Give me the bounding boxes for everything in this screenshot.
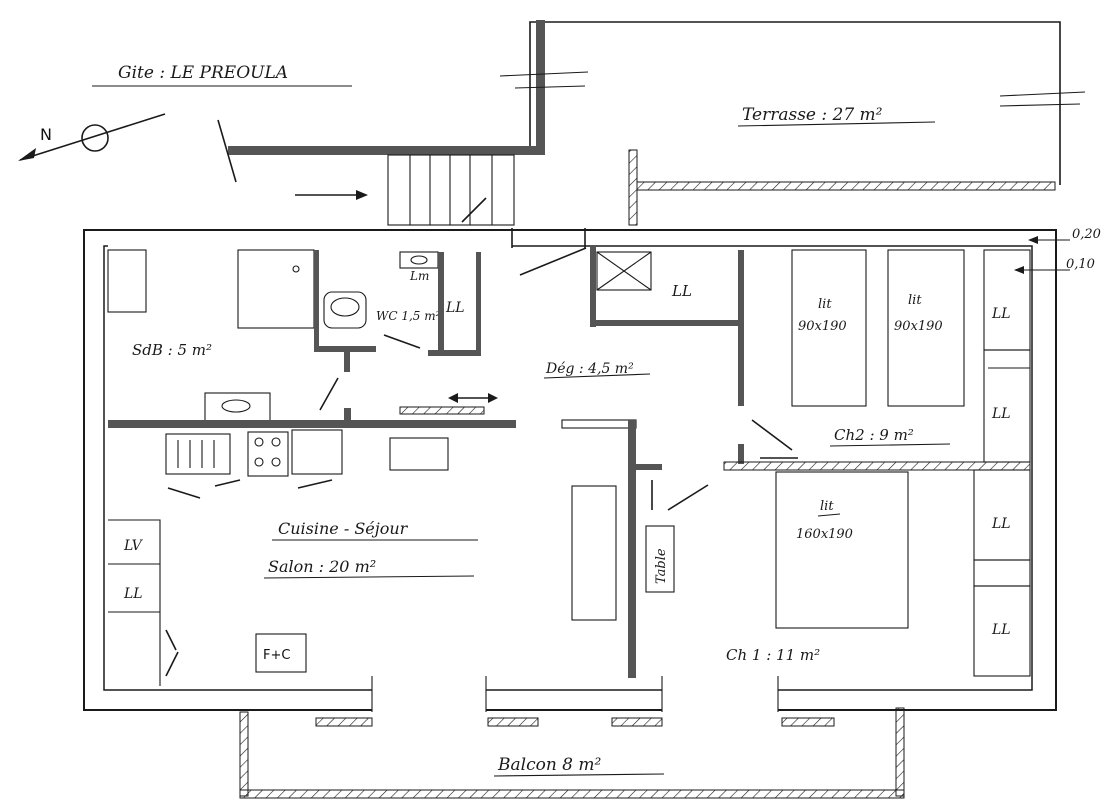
north-arrow-icon: N (18, 113, 166, 161)
fridge-freezer-label: F+C (263, 648, 290, 663)
terrace-label: Terrasse : 27 m² (742, 105, 883, 125)
south-windows (315, 676, 835, 727)
plan-title: Gite : LE PREOULA (118, 63, 288, 83)
bed3-size: 160x190 (796, 527, 853, 542)
hall-closet-label: LL (671, 282, 692, 300)
living-room-label-line1: Cuisine - Séjour (278, 519, 409, 538)
outer-wall-dimension: 0,20 (1072, 227, 1101, 242)
north-label: N (40, 125, 52, 144)
bed3-label: lit (820, 499, 834, 514)
hallway: Dég : 4,5 m² (399, 361, 651, 415)
kitchen-living: LV LL F+C Cuisine - Séjour Salon : 20 m² (108, 408, 617, 686)
ch2-closet-bottom-label: LL (991, 406, 1011, 422)
bedroom-partition (723, 461, 1031, 471)
ch1-closet-top-label: LL (991, 516, 1011, 532)
table-label: Table (654, 548, 669, 584)
living-room-label-line2: Salon : 20 m² (268, 557, 376, 576)
living-room-partition: Table (561, 419, 709, 678)
ch1-closet-bottom-label: LL (991, 622, 1011, 638)
bathroom: SdB : 5 m² (107, 249, 376, 422)
hall-closet: LL (590, 247, 740, 327)
bed1-label: lit (818, 297, 832, 312)
terrace: Terrasse : 27 m² (228, 20, 1086, 226)
balcony-label: Balcon 8 m² (497, 755, 602, 775)
dishwasher-label: LV (123, 538, 144, 554)
wc: Lm WC 1,5 m² LL (323, 251, 481, 356)
bedroom-2: lit 90x190 lit 90x190 LL LL Ch2 : 9 m² (738, 249, 1031, 464)
hallway-label: Dég : 4,5 m² (545, 361, 634, 377)
balcony: Balcon 8 m² (239, 707, 905, 799)
bedroom-2-label: Ch2 : 9 m² (834, 426, 914, 444)
wall-dimensions: 0,20 0,10 (1014, 227, 1101, 274)
entrance-stairs (217, 119, 515, 226)
wc-sink-label: Lm (409, 269, 429, 283)
wc-closet-label: LL (445, 300, 465, 316)
bed1-size: 90x190 (798, 319, 847, 334)
bedroom-1-label: Ch 1 : 11 m² (726, 646, 820, 664)
wc-label: WC 1,5 m² (376, 309, 441, 323)
outer-walls (83, 228, 1057, 711)
washing-machine-label: LL (123, 586, 143, 602)
bed2-size: 90x190 (894, 319, 943, 334)
bathroom-label: SdB : 5 m² (132, 341, 212, 359)
inner-wall-dimension: 0,10 (1066, 257, 1095, 272)
bed2-label: lit (908, 293, 922, 308)
bedroom-1: lit 160x190 LL LL Ch 1 : 11 m² (726, 469, 1031, 677)
ch2-closet-top-label: LL (991, 306, 1011, 322)
